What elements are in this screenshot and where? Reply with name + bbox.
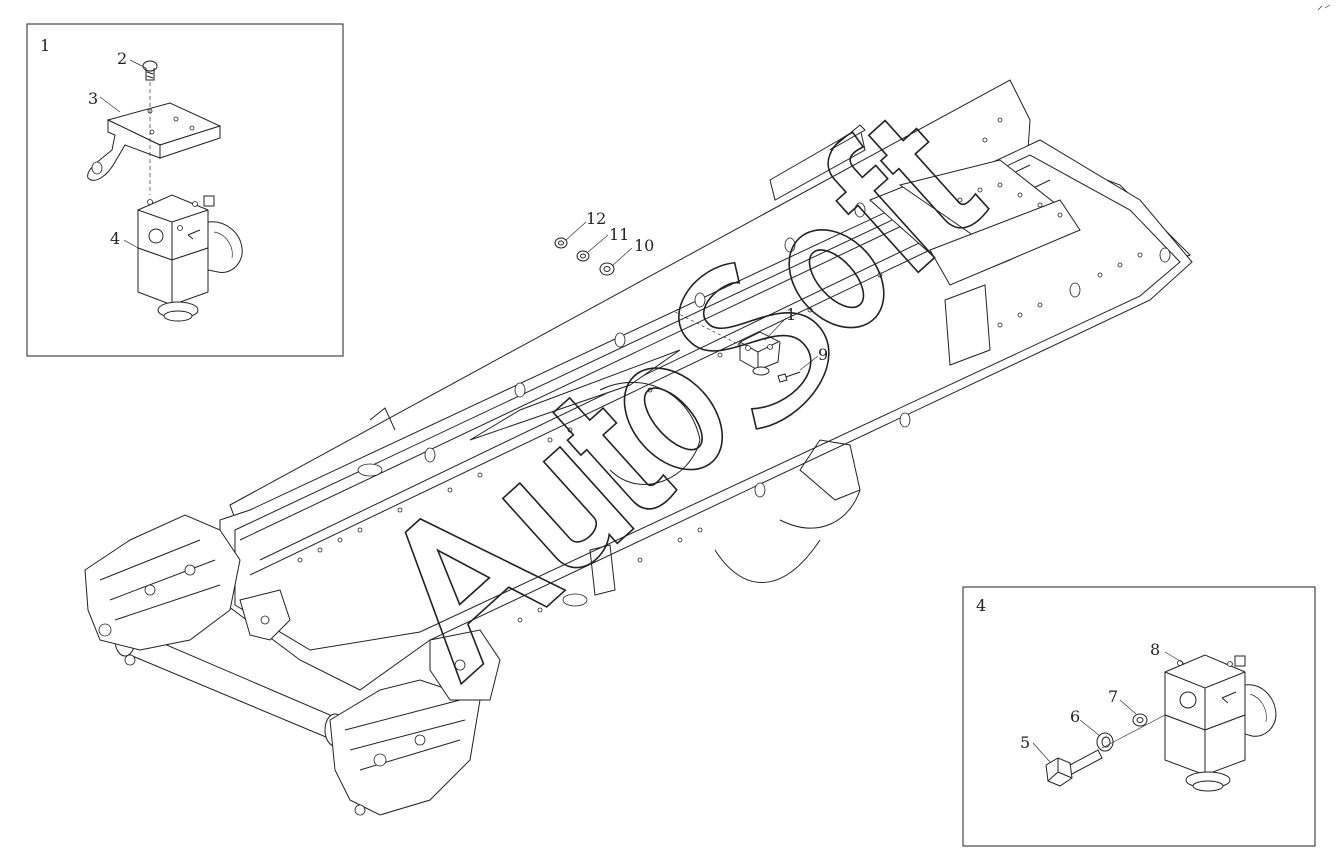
logo-mark <box>1317 4 1331 11</box>
inset-detail-1: 1 <box>26 23 344 357</box>
nut-icon <box>1132 713 1148 727</box>
watermark <box>404 119 990 686</box>
inset-4-callout-6: 6 <box>1070 707 1080 726</box>
inset-detail-4: 4 <box>962 586 1316 847</box>
inset-4-label: 4 <box>976 596 986 615</box>
inset-4-callout-5: 5 <box>1020 733 1030 752</box>
screw-icon <box>142 60 158 81</box>
inset-1-callout-4: 4 <box>110 229 120 248</box>
rail-holes <box>297 117 1171 643</box>
inset-4-callout-7: 7 <box>1108 687 1118 706</box>
front-bumper-assembly <box>84 514 501 816</box>
inset-4-callout-8: 8 <box>1150 640 1160 659</box>
inset-1-label: 1 <box>40 36 50 55</box>
fastener-set <box>554 237 615 276</box>
bracket-icon <box>87 102 222 181</box>
main-leaders <box>565 221 819 371</box>
callout-10: 10 <box>634 236 654 255</box>
inset-1-callout-3: 3 <box>88 89 98 108</box>
chassis-frame <box>219 79 1193 691</box>
washer-icon <box>1096 732 1114 752</box>
inset-1-callout-2: 2 <box>117 49 127 68</box>
bolt-icon <box>1045 749 1103 787</box>
valve-icon <box>137 194 243 322</box>
main-valve-assembly <box>674 311 801 383</box>
callout-12: 12 <box>586 209 606 228</box>
callout-11: 11 <box>609 225 629 244</box>
callout-1: 1 <box>786 305 796 324</box>
callout-9: 9 <box>818 345 828 364</box>
